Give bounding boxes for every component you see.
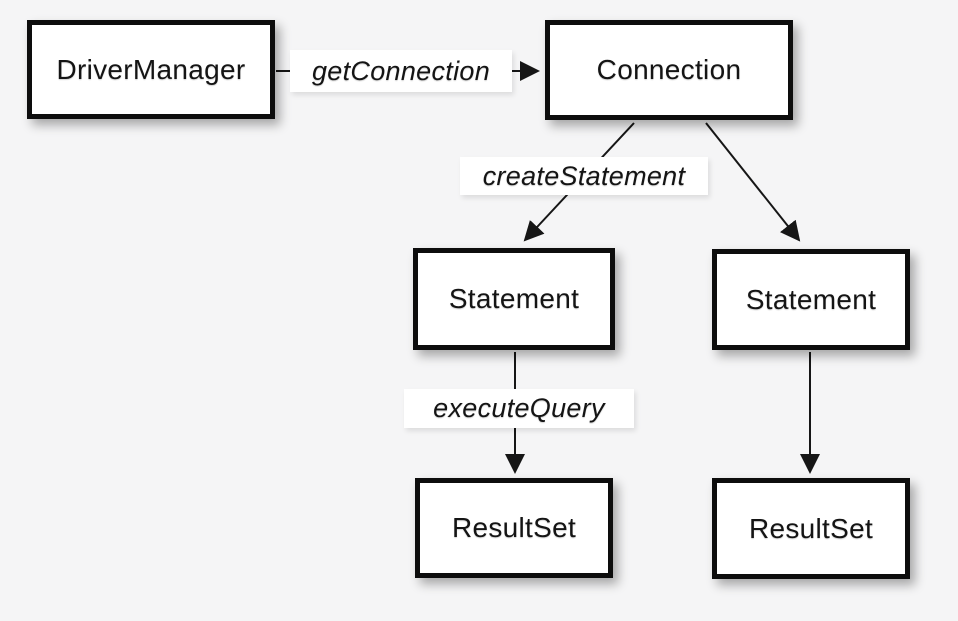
node-statement-right: Statement xyxy=(712,249,910,350)
edge-label-getconnection: getConnection xyxy=(290,50,512,92)
node-resultset-right-label: ResultSet xyxy=(748,512,874,544)
edge-label-executequery: executeQuery xyxy=(404,389,634,428)
node-resultset-left: ResultSet xyxy=(415,478,613,578)
node-resultset-right: ResultSet xyxy=(712,478,910,579)
edge-label-executequery-text: executeQuery xyxy=(433,393,605,423)
node-statement-left-label: Statement xyxy=(448,283,580,314)
edge-label-createstatement: createStatement xyxy=(460,157,708,195)
node-statement-left: Statement xyxy=(413,248,615,350)
edge-label-createstatement-text: createStatement xyxy=(482,160,686,191)
node-driver-manager: DriverManager xyxy=(27,20,275,119)
node-connection-label: Connection xyxy=(596,54,742,85)
arrow-connection-to-statement-right xyxy=(705,122,801,242)
node-driver-manager-label: DriverManager xyxy=(56,53,246,85)
edge-label-getconnection-text: getConnection xyxy=(311,55,491,86)
node-connection: Connection xyxy=(545,20,793,120)
node-statement-right-label: Statement xyxy=(745,283,877,315)
node-resultset-left-label: ResultSet xyxy=(451,512,577,543)
